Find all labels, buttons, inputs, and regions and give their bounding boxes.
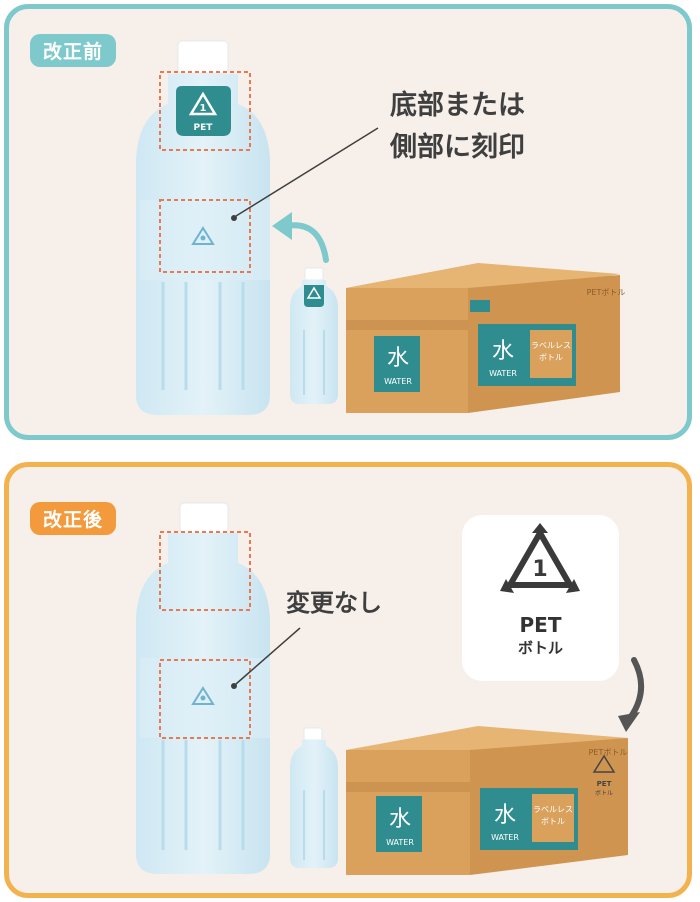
box-label-line2-before: ボトル bbox=[539, 353, 563, 362]
box-label-line2-after: ボトル bbox=[541, 817, 565, 826]
box-water-kanji-after: 水 bbox=[389, 807, 411, 832]
callout-line-before bbox=[235, 127, 379, 217]
box-water-en-before-side: WATER bbox=[489, 369, 517, 378]
box-water-en-before: WATER bbox=[384, 377, 412, 386]
pet-mark-line1: PET bbox=[519, 613, 562, 637]
after-tag: 改正後 bbox=[30, 502, 117, 535]
box-pet-small: PET bbox=[597, 780, 612, 788]
pet-mark-number: 1 bbox=[532, 557, 547, 582]
callout-before-line1: 底部または bbox=[390, 90, 525, 121]
before-tag: 改正前 bbox=[30, 34, 117, 67]
small-bottle-before bbox=[290, 267, 338, 404]
side-recycle-icon bbox=[191, 226, 215, 245]
pet-badge-icon bbox=[176, 86, 231, 136]
callout-after: 変更なし bbox=[286, 585, 382, 622]
pet-mark-line2: ボトル bbox=[517, 639, 563, 657]
callout-after-text: 変更なし bbox=[286, 589, 382, 617]
cardboard-box-before bbox=[346, 263, 620, 413]
recycle-triangle-icon: 1 bbox=[500, 523, 580, 593]
box-water-kanji-after-side: 水 bbox=[494, 803, 516, 828]
side-highlight-box bbox=[159, 199, 251, 273]
callout-line-after bbox=[235, 627, 301, 685]
top-highlight-box bbox=[159, 71, 251, 151]
side-recycle-icon-after bbox=[191, 686, 215, 705]
box-brand-before: PETボトル bbox=[587, 288, 626, 297]
callout-before: 底部または 側部に刻印 bbox=[390, 85, 590, 169]
pet-mark-card: 1 PET ボトル bbox=[462, 515, 619, 681]
box-label-line1-before: ラベルレス bbox=[531, 341, 571, 350]
curved-arrow-icon bbox=[272, 212, 329, 263]
callout-before-line2: 側部に刻印 bbox=[390, 131, 525, 163]
box-water-kanji-before-side: 水 bbox=[492, 339, 514, 364]
side-highlight-box-after bbox=[159, 659, 251, 739]
cardboard-box-after bbox=[346, 726, 628, 875]
box-water-en-after-side: WATER bbox=[491, 833, 519, 842]
pet-badge-text: PET bbox=[194, 123, 214, 133]
box-pet-small-kana: ボトル bbox=[595, 789, 613, 797]
box-water-kanji-before: 水 bbox=[387, 346, 409, 371]
small-bottle-after bbox=[290, 727, 338, 868]
pet-badge-number: 1 bbox=[200, 103, 207, 114]
top-highlight-box-after bbox=[159, 531, 251, 611]
box-water-en-after: WATER bbox=[386, 838, 414, 847]
down-arrow-icon bbox=[618, 657, 645, 732]
box-label-line1-after: ラベルレス bbox=[533, 805, 573, 814]
box-brand-after: PETボトル bbox=[589, 748, 628, 757]
